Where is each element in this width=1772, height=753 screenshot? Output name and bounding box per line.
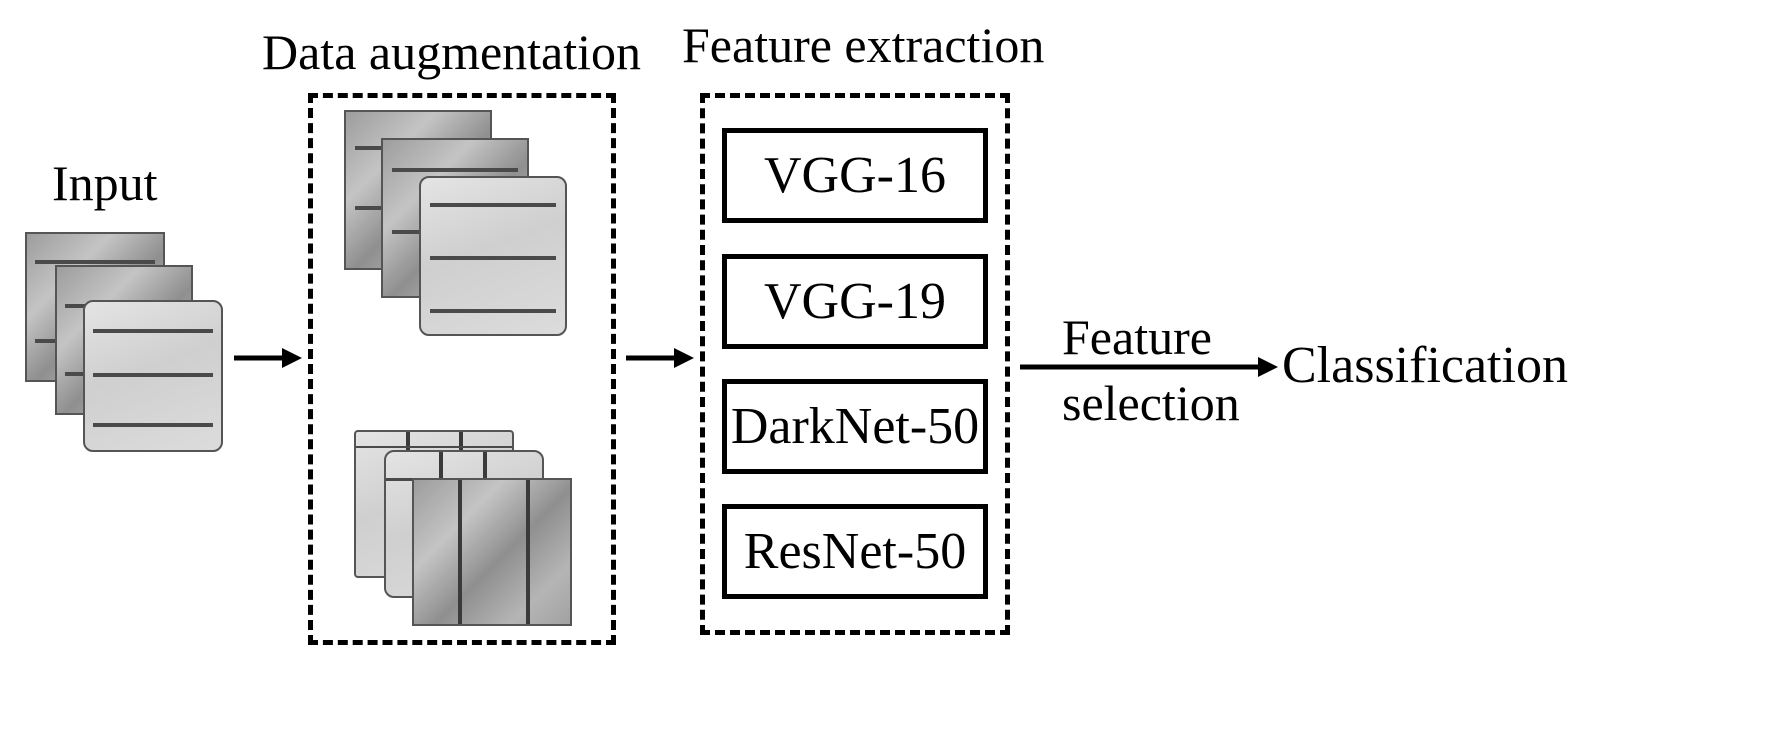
arrow-input-to-augmentation bbox=[234, 348, 302, 368]
model-vgg16-box: VGG-16 bbox=[722, 128, 988, 223]
augmented-cell-image bbox=[412, 478, 572, 626]
feature-selection-label-line1: Feature bbox=[1062, 309, 1212, 365]
augmented-image-stack-top bbox=[344, 110, 569, 338]
input-label: Input bbox=[52, 155, 158, 211]
data-augmentation-label: Data augmentation bbox=[262, 24, 642, 80]
arrow-extraction-to-classification bbox=[1020, 357, 1278, 377]
arrow-augmentation-to-extraction bbox=[626, 348, 694, 368]
model-vgg19-box: VGG-19 bbox=[722, 254, 988, 349]
augmented-image-stack-bottom bbox=[354, 430, 576, 628]
model-darknet50-box: DarkNet-50 bbox=[722, 379, 988, 474]
input-cell-image-front bbox=[83, 300, 223, 452]
augmented-cell-image bbox=[419, 176, 567, 336]
classification-label: Classification bbox=[1282, 337, 1568, 394]
feature-extraction-label: Feature extraction bbox=[682, 17, 1045, 73]
feature-selection-label-line2: selection bbox=[1062, 375, 1240, 431]
model-resnet50-box: ResNet-50 bbox=[722, 504, 988, 599]
input-image-stack bbox=[25, 232, 225, 454]
data-augmentation-box bbox=[308, 93, 616, 645]
feature-extraction-box bbox=[700, 93, 1010, 635]
